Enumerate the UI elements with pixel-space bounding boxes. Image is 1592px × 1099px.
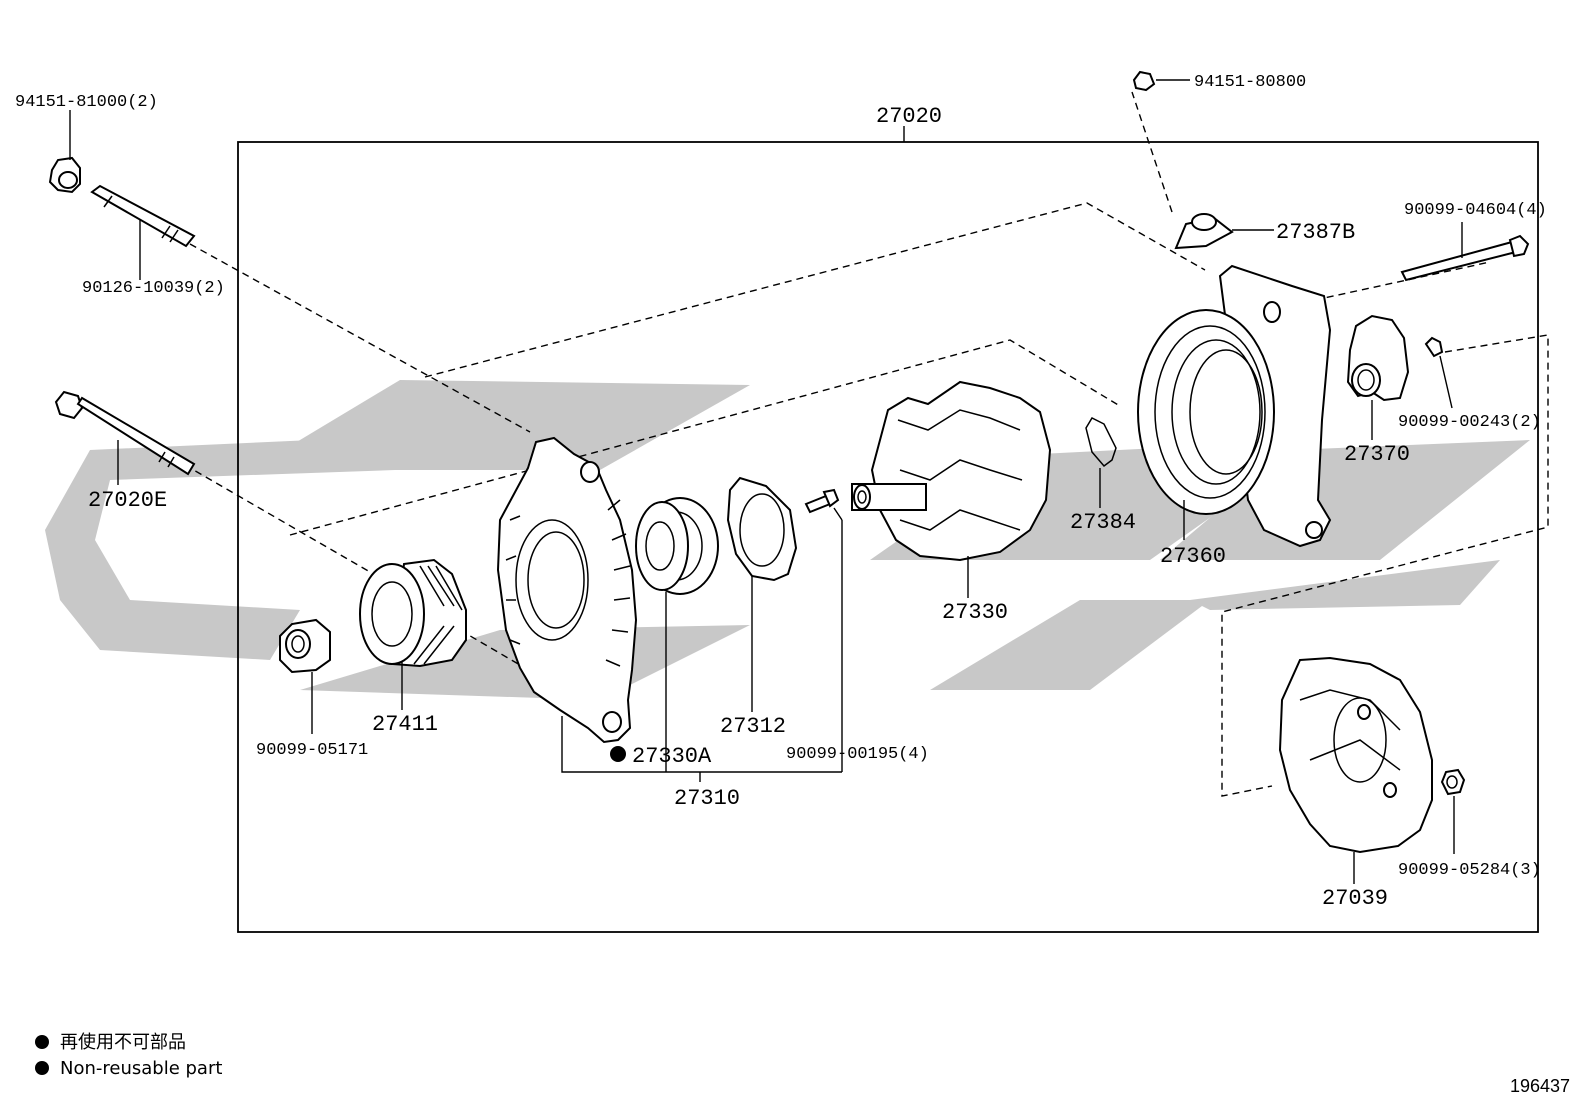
ball-bearing-27330A xyxy=(635,497,719,772)
rear-end-cover-27039 xyxy=(1278,656,1433,884)
part-label-27039: 27039 xyxy=(1322,886,1388,911)
nut-90099-05284 xyxy=(1440,768,1466,854)
through-bolt-27020E xyxy=(54,390,196,485)
cap-94151-80800 xyxy=(1132,70,1190,92)
part-label-94151-81000: 94151-81000(2) xyxy=(15,93,158,112)
part-label-27020E: 27020E xyxy=(88,488,167,513)
part-label-27370: 27370 xyxy=(1344,442,1410,467)
part-label-27310: 27310 xyxy=(674,786,740,811)
legend-text-jp: 再使用不可部品 xyxy=(60,1032,186,1053)
part-label-27360: 27360 xyxy=(1160,544,1226,569)
legend-marker-en xyxy=(35,1061,49,1075)
part-label-27387B: 27387B xyxy=(1276,220,1355,245)
brush-holder-27370 xyxy=(1346,314,1410,440)
part-label-90099-00243: 90099-00243(2) xyxy=(1398,413,1541,432)
retainer-plate-27312 xyxy=(726,476,798,712)
screw-90099-00195 xyxy=(804,488,843,772)
non-reusable-marker-27330A xyxy=(610,746,626,762)
bearing-retainer-27384 xyxy=(1085,417,1117,508)
drive-end-frame-27310 xyxy=(496,436,638,744)
rear-end-frame-27360 xyxy=(1137,264,1332,548)
part-label-90099-00195: 90099-00195(4) xyxy=(786,745,929,764)
bolt-90099-04604 xyxy=(1400,222,1530,282)
part-label-27312: 27312 xyxy=(720,714,786,739)
legend: 再使用不可部品 Non-reusable part xyxy=(35,1032,222,1079)
screw-90099-00243 xyxy=(1424,336,1453,409)
part-label-90126-10039: 90126-10039(2) xyxy=(82,279,225,298)
part-label-90099-05171: 90099-05171 xyxy=(256,741,368,760)
legend-marker-jp xyxy=(35,1035,49,1049)
part-label-27330A: 27330A xyxy=(632,744,712,769)
assembly-label: 27020 xyxy=(876,104,942,129)
part-label-27411: 27411 xyxy=(372,712,438,737)
part-label-94151-80800: 94151-80800 xyxy=(1194,73,1306,92)
legend-text-en: Non-reusable part xyxy=(60,1058,222,1079)
diagram-code: 196437 xyxy=(1510,1076,1570,1096)
pulley-nut-90099-05171 xyxy=(279,618,331,734)
part-label-27330: 27330 xyxy=(942,600,1008,625)
pulley-27411 xyxy=(359,558,467,710)
terminal-insulator-27387B xyxy=(1174,213,1274,250)
rotor-assembly-27330 xyxy=(851,380,1052,598)
part-label-90099-05284: 90099-05284(3) xyxy=(1398,861,1541,880)
part-label-90099-04604: 90099-04604(4) xyxy=(1404,201,1547,220)
assembly-dashed-lines xyxy=(184,91,1549,797)
stud-bolt-90126-10039 xyxy=(90,184,196,280)
flange-nut-94151-81000 xyxy=(48,110,81,194)
part-label-27384: 27384 xyxy=(1070,510,1136,535)
group-bracket-27310 xyxy=(561,716,842,782)
assembly-boundary-box xyxy=(237,141,1539,933)
